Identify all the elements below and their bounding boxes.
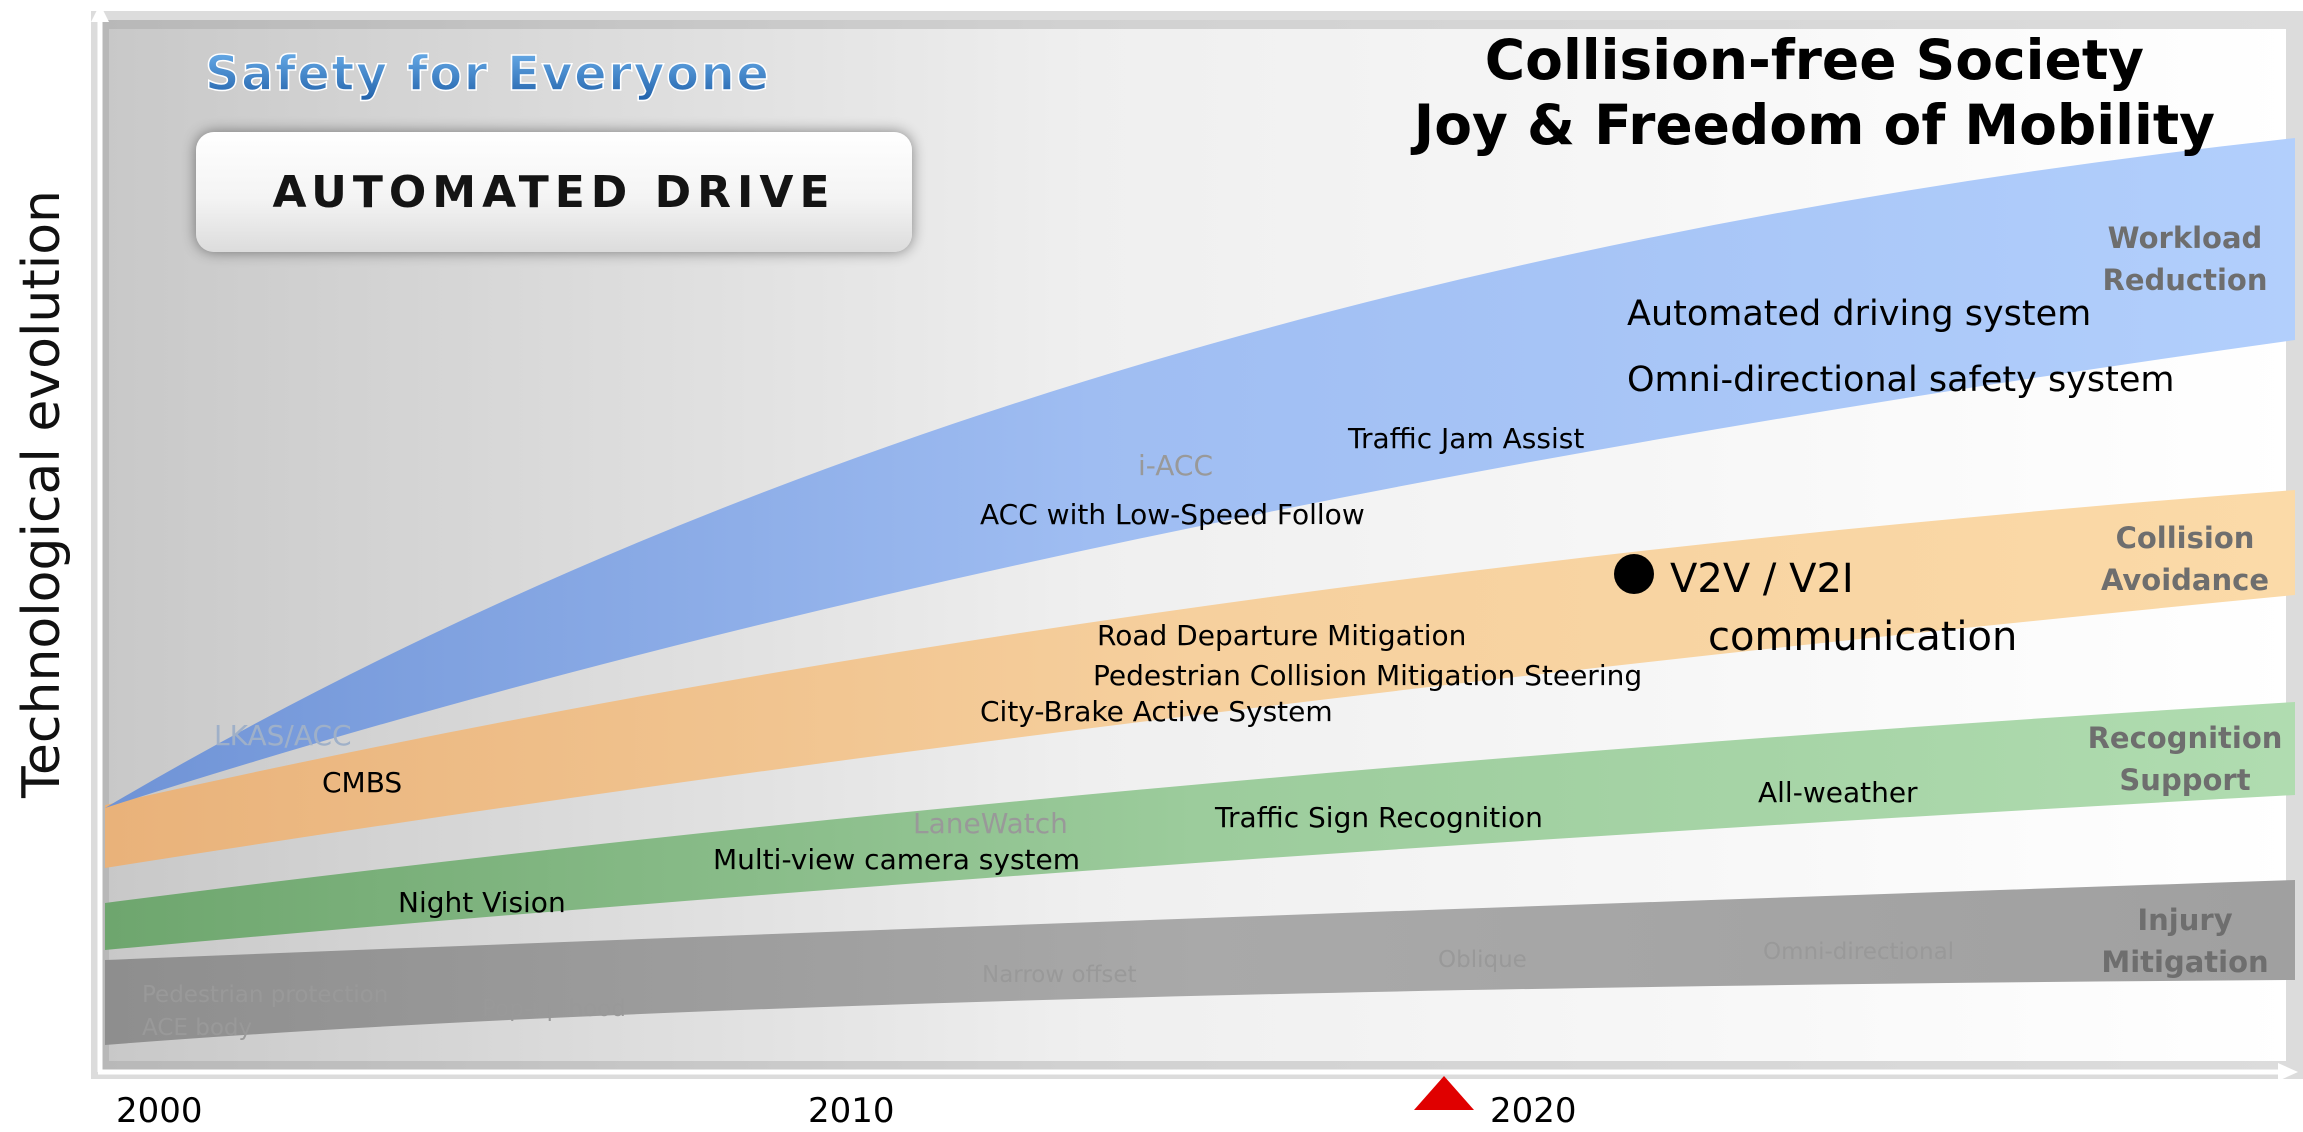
v2v-bullet-icon	[1614, 554, 1654, 594]
tech-automated-driving: Automated driving system	[1627, 294, 2091, 334]
tech-pedestrian-steering: Pedestrian Collision Mitigation Steering	[1093, 659, 1642, 692]
current-year-marker-icon	[1414, 1076, 1474, 1110]
tech-traffic-jam-assist: Traffic Jam Assist	[1347, 422, 1584, 455]
band-label-reduction: Reduction	[2103, 263, 2268, 297]
band-label-mitigation: Mitigation	[2101, 945, 2268, 979]
band-workload-reduction	[105, 138, 2295, 808]
page-title: Collision-free Society Joy & Freedom of …	[1414, 28, 2215, 158]
automated-drive-badge: AUTOMATED DRIVE	[196, 132, 912, 252]
band-label-workload: Workload	[2108, 221, 2263, 255]
band-label-support: Support	[2119, 763, 2250, 797]
tech-city-brake: City-Brake Active System	[980, 695, 1333, 728]
band-collision-avoidance	[105, 490, 2295, 868]
tech-night-vision: Night Vision	[398, 886, 566, 919]
tech-i-acc: i-ACC	[1138, 449, 1213, 482]
tech-lanewatch: LaneWatch	[913, 807, 1068, 840]
tech-cmbs: CMBS	[322, 766, 402, 799]
slogan-text: Safety for Everyone	[205, 46, 770, 102]
x-tick-2020: 2020	[1490, 1091, 1577, 1128]
badge-text: AUTOMATED DRIVE	[272, 166, 836, 218]
x-tick-2010: 2010	[808, 1091, 895, 1128]
tech-lkas-acc: LKAS/ACC	[214, 719, 352, 752]
tech-all-weather: All-weather	[1758, 776, 1918, 809]
band-label-collision: Collision	[2116, 521, 2255, 555]
tech-narrow-offset: Narrow offset	[982, 962, 1137, 988]
tech-road-departure: Road Departure Mitigation	[1097, 619, 1466, 652]
x-tick-2000: 2000	[116, 1091, 203, 1128]
x-axis-arrow-icon	[2278, 1063, 2298, 1081]
title-line-1: Collision-free Society	[1484, 28, 2144, 92]
band-recognition-support	[105, 702, 2295, 950]
y-axis-label: Technological evolution	[12, 190, 72, 798]
tech-multiview: Multi-view camera system	[713, 843, 1080, 876]
y-axis-arrow-icon	[91, 4, 109, 22]
tech-ace-body: ACE body	[142, 1015, 252, 1041]
title-line-2: Joy & Freedom of Mobility	[1413, 93, 2215, 157]
band-label-injury: Injury	[2137, 903, 2232, 937]
band-injury-mitigation	[105, 880, 2295, 1045]
tech-omni-directional: Omni-directional	[1763, 939, 1954, 965]
tech-acc-low-speed: ACC with Low-Speed Follow	[980, 498, 1365, 531]
tech-traffic-sign: Traffic Sign Recognition	[1214, 801, 1543, 834]
tech-omni-safety: Omni-directional safety system	[1627, 360, 2175, 400]
band-label-recognition: Recognition	[2088, 721, 2283, 755]
band-label-avoidance: Avoidance	[2101, 563, 2269, 597]
tech-popup-hood: Pop-up hood	[482, 996, 626, 1022]
tech-communication: communication	[1708, 614, 2017, 660]
tech-pedestrian-protection: Pedestrian protection	[142, 982, 388, 1008]
tech-oblique: Oblique	[1438, 947, 1527, 973]
tech-v2v: V2V / V2I	[1670, 556, 1854, 602]
